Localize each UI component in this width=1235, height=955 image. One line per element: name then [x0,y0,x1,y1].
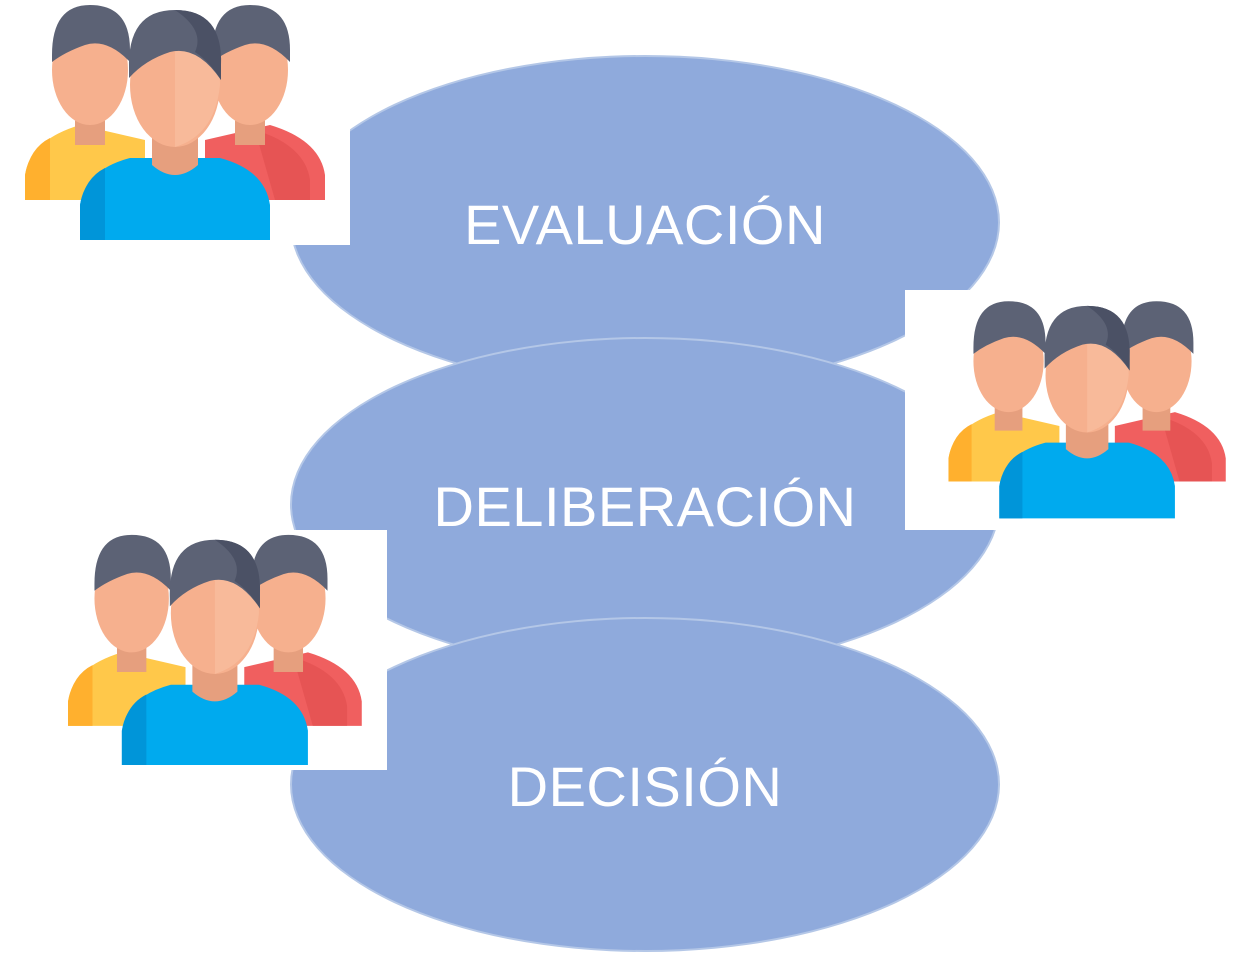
stage-label-evaluacion: EVALUACIÓN [464,193,826,256]
stage-decision: DECISIÓN [290,617,1000,952]
stage-evaluacion: EVALUACIÓN [290,55,1000,390]
stage-label-decision: DECISIÓN [507,755,783,818]
stage-label-deliberacion: DELIBERACIÓN [433,475,857,538]
people-group-icon [40,530,387,770]
people-group-icon [905,290,1235,530]
people-group-icon [0,0,350,245]
